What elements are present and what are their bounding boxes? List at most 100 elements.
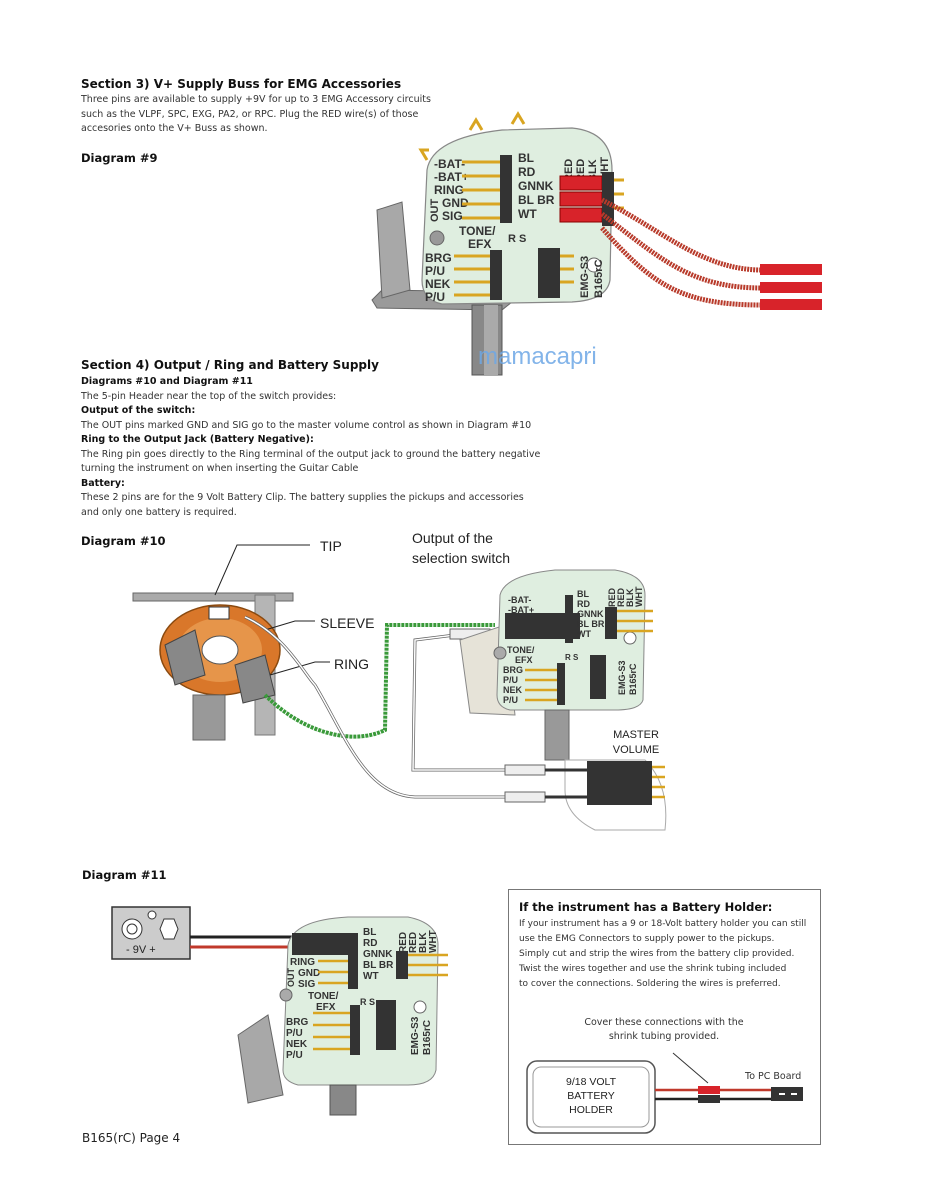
- output-switch-line: selection switch: [412, 550, 511, 566]
- pin-header: [396, 951, 408, 979]
- battery-holder-text: If your instrument has a 9 or 18-Volt ba…: [519, 917, 814, 992]
- pickup-label: P/U: [286, 1028, 303, 1039]
- section3-body: Three pins are available to supply +9V f…: [81, 93, 461, 137]
- pc-board: [421, 127, 613, 305]
- pin-label: BL BR: [518, 193, 555, 207]
- red-connector: [559, 175, 603, 191]
- tone-label: TONE/: [459, 224, 496, 238]
- battery-line: These 2 pins are for the 9 Volt Battery …: [81, 492, 524, 503]
- pin-label: -BAT-: [434, 157, 465, 171]
- wire-end-connector: [760, 264, 822, 275]
- output-switch-label: Output of the selection switch: [412, 528, 510, 568]
- battery-holder-illustration: 9/18 VOLT BATTERY HOLDER: [526, 1052, 803, 1134]
- master-volume-label: MASTER VOLUME: [606, 728, 666, 758]
- wire-connector: [504, 791, 546, 803]
- pin-header: [376, 1000, 396, 1050]
- pickup-label: NEK: [503, 685, 523, 695]
- ring-label: RING: [334, 656, 369, 672]
- pin-label: SIG: [442, 209, 463, 223]
- top-label: RED: [398, 932, 409, 953]
- top-clip: [468, 117, 484, 131]
- model-label: B165rC: [422, 1020, 433, 1055]
- pickup-label: P/U: [425, 264, 445, 278]
- mount-hole: [429, 230, 445, 246]
- battery-holder-heading: If the instrument has a Battery Holder:: [519, 900, 773, 914]
- green-wire: [263, 623, 495, 739]
- pin-label: -BAT+: [508, 605, 534, 615]
- sleeve-label: SLEEVE: [320, 615, 375, 631]
- pickup-label: BRG: [425, 251, 452, 265]
- red-wire: [600, 226, 763, 308]
- ring-line: The Ring pin goes directly to the Ring t…: [81, 448, 541, 460]
- red-wire: [600, 212, 763, 291]
- efx-label: EFX: [468, 237, 491, 251]
- switch-side-bracket: [376, 201, 411, 299]
- pin-header: [500, 155, 512, 223]
- section3-heading: Section 3) V+ Supply Buss for EMG Access…: [81, 77, 402, 91]
- pin-header: [350, 1005, 360, 1055]
- battery-holder-line: If your instrument has a 9 or 18-Volt ba…: [519, 919, 807, 929]
- tip-label: TIP: [320, 538, 342, 554]
- mount-hole: [493, 646, 507, 660]
- pin-header: [557, 663, 565, 705]
- pickup-label: NEK: [425, 277, 451, 291]
- section4-heading: Section 4) Output / Ring and Battery Sup…: [81, 358, 379, 372]
- black-connector: [292, 933, 352, 955]
- battery-holder-line: to cover the connections. Soldering the …: [519, 979, 781, 989]
- top-label: RED: [616, 587, 626, 607]
- holder-label: HOLDER: [569, 1104, 613, 1116]
- diagram10-title: Diagram #10: [81, 534, 166, 548]
- pin-label: GNNK: [518, 179, 554, 193]
- holder-label: BATTERY: [567, 1090, 614, 1102]
- section3-line: accesories onto the V+ Buss as shown.: [81, 123, 268, 134]
- mount-hole: [623, 631, 637, 645]
- out-label: OUT: [429, 199, 441, 223]
- battery-holder-line: Twist the wires together and use the shr…: [519, 964, 787, 974]
- pickup-label: P/U: [503, 675, 518, 685]
- pin-header: [590, 655, 606, 699]
- top-label: RED: [408, 932, 419, 953]
- diagram11-illustration: - 9V + RING GND SIG OUT BL RD GNNK BL BR…: [111, 906, 448, 1116]
- pin-header: [490, 250, 502, 300]
- diagram11-title: Diagram #11: [82, 868, 167, 882]
- pin-label: WT: [363, 971, 379, 982]
- pin-label: BL BR: [363, 960, 394, 971]
- battery-holder-line: use the EMG Connectors to supply power t…: [519, 934, 775, 944]
- tip-terminal: [208, 606, 230, 620]
- model-label: B165rC: [593, 259, 605, 298]
- output-switch-line: Output of the: [412, 530, 493, 546]
- battery-line: and only one battery is required.: [81, 506, 237, 518]
- mount-hole: [413, 1000, 427, 1014]
- cover-note-line: shrink tubing provided.: [608, 1031, 720, 1042]
- page-footer: B165(rC) Page 4: [82, 1131, 181, 1145]
- pickup-label: BRG: [503, 665, 523, 675]
- pin-label: GNNK: [363, 949, 393, 960]
- pin-label: WT: [577, 629, 591, 639]
- output-text: The OUT pins marked GND and SIG go to th…: [81, 419, 532, 431]
- cover-note: Cover these connections with the shrink …: [569, 1016, 759, 1044]
- pickup-label: NEK: [286, 1039, 308, 1050]
- pin-label: RD: [518, 165, 536, 179]
- master-volume-line: VOLUME: [612, 744, 660, 756]
- pin-label: -BAT+: [434, 170, 469, 184]
- cover-pointer: [672, 1052, 709, 1084]
- diagram9-illustration: -BAT- -BAT+ RING GND SIG OUT BL RD GNNK …: [371, 111, 822, 376]
- pc-board-connector: [771, 1087, 803, 1101]
- efx-label: EFX: [316, 1002, 336, 1013]
- section4-intro: The 5-pin Header near the top of the swi…: [81, 390, 337, 402]
- jack-hole: [201, 635, 239, 665]
- pin-label: RING: [434, 183, 464, 197]
- pickup-label: BRG: [286, 1017, 308, 1028]
- section3-line: Three pins are available to supply +9V f…: [81, 94, 431, 105]
- pickup-label: P/U: [503, 695, 518, 705]
- red-wire: [600, 197, 763, 273]
- shrink-tubing: [698, 1086, 720, 1094]
- ring-line: turning the instrument on when inserting…: [81, 463, 359, 474]
- tone-label: TONE/: [507, 645, 535, 655]
- battery-heading: Battery:: [81, 477, 125, 489]
- pin-header: [602, 172, 614, 226]
- ring-heading: Ring to the Output Jack (Battery Negativ…: [81, 434, 314, 445]
- mount-hole: [279, 988, 293, 1002]
- top-label: BLK: [418, 932, 429, 953]
- battery-holder: [526, 1060, 656, 1134]
